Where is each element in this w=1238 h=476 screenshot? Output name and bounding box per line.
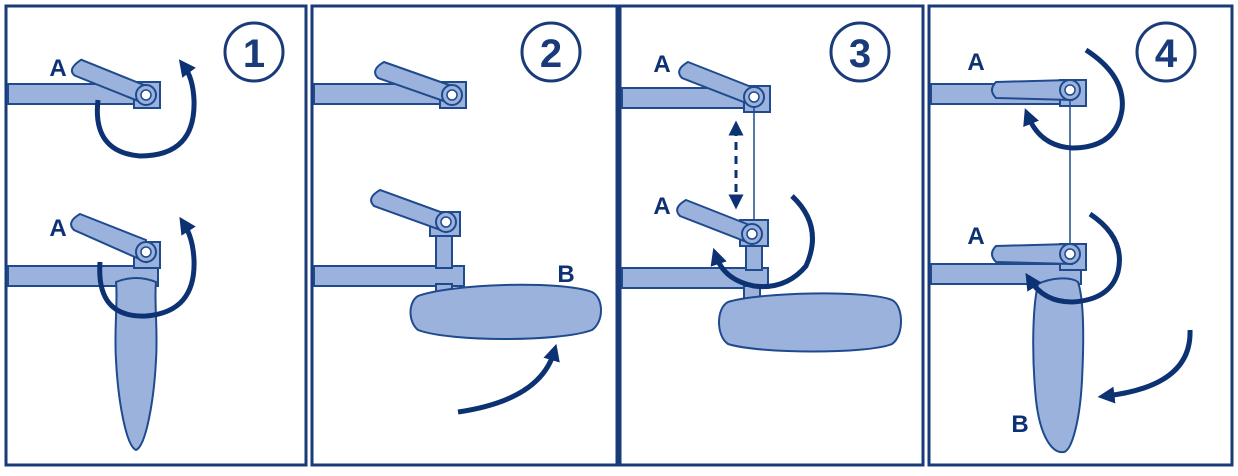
lever-a xyxy=(991,242,1081,266)
rotation-arrow xyxy=(1025,211,1122,305)
part-b xyxy=(718,292,902,353)
lever-a xyxy=(678,60,765,108)
lever-a xyxy=(70,212,157,264)
label-a: A xyxy=(653,193,670,220)
panel-4: 4 A A B xyxy=(927,4,1234,467)
rotation-arrow xyxy=(97,216,197,319)
lever xyxy=(370,188,457,234)
rotation-arrow xyxy=(1023,47,1125,151)
lever-a xyxy=(991,78,1081,102)
label-a: A xyxy=(967,223,984,250)
svg-text:1: 1 xyxy=(243,32,265,76)
label-a: A xyxy=(49,55,66,82)
label-a: A xyxy=(49,215,66,242)
svg-text:4: 4 xyxy=(1155,32,1178,76)
rotation-arrow xyxy=(94,59,197,159)
panel-frame xyxy=(618,4,925,467)
label-b: B xyxy=(1011,411,1028,438)
part-b xyxy=(1032,277,1085,454)
panel-1: 1 A A xyxy=(4,4,308,467)
part-b xyxy=(114,277,158,452)
step-number-badge: 3 xyxy=(829,21,891,83)
lever-a xyxy=(676,198,763,246)
lever xyxy=(374,60,463,106)
step-number-badge: 4 xyxy=(1135,21,1197,83)
label-a: A xyxy=(967,49,984,76)
lever-a xyxy=(70,58,157,106)
step-number-badge: 1 xyxy=(223,21,285,83)
step-number-badge: 2 xyxy=(520,21,582,83)
panel-frame xyxy=(310,4,619,467)
rotation-arrow xyxy=(710,194,815,290)
svg-text:3: 3 xyxy=(849,32,871,76)
rotation-arrow xyxy=(457,343,560,415)
label-b: B xyxy=(557,261,574,288)
panel-3: 3 A A xyxy=(618,4,925,467)
panel-2: 2 B xyxy=(310,4,619,467)
svg-text:2: 2 xyxy=(540,32,562,76)
rotation-arrow xyxy=(1097,329,1193,404)
part-b xyxy=(409,283,602,340)
label-a: A xyxy=(653,51,670,78)
